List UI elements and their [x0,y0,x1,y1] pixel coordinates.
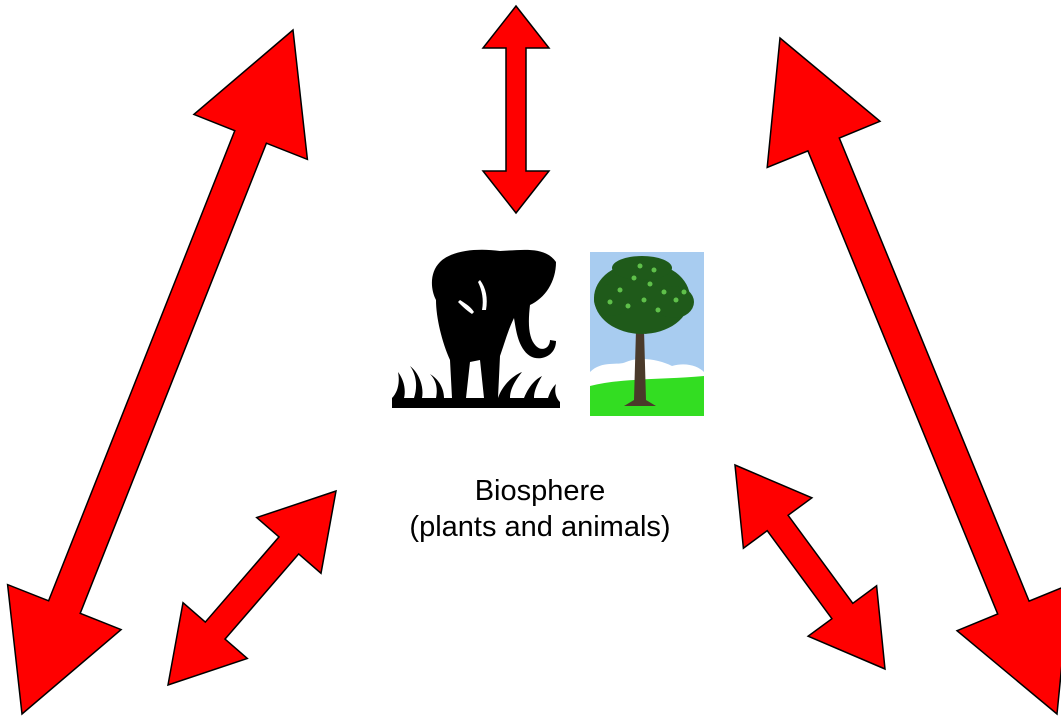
arrow-lower-left-short [168,491,336,685]
elephant-silhouette-icon [392,250,560,408]
arrow-lower-right-short [735,465,885,669]
arrow-top-vertical [483,6,549,213]
tree-clipart-icon [590,252,704,416]
arrow-right-long [767,38,1061,714]
biosphere-sublabel: (plants and animals) [330,509,750,545]
biosphere-label: Biosphere [330,473,750,509]
arrow-left-long [8,30,308,714]
arrows-layer [8,6,1061,714]
